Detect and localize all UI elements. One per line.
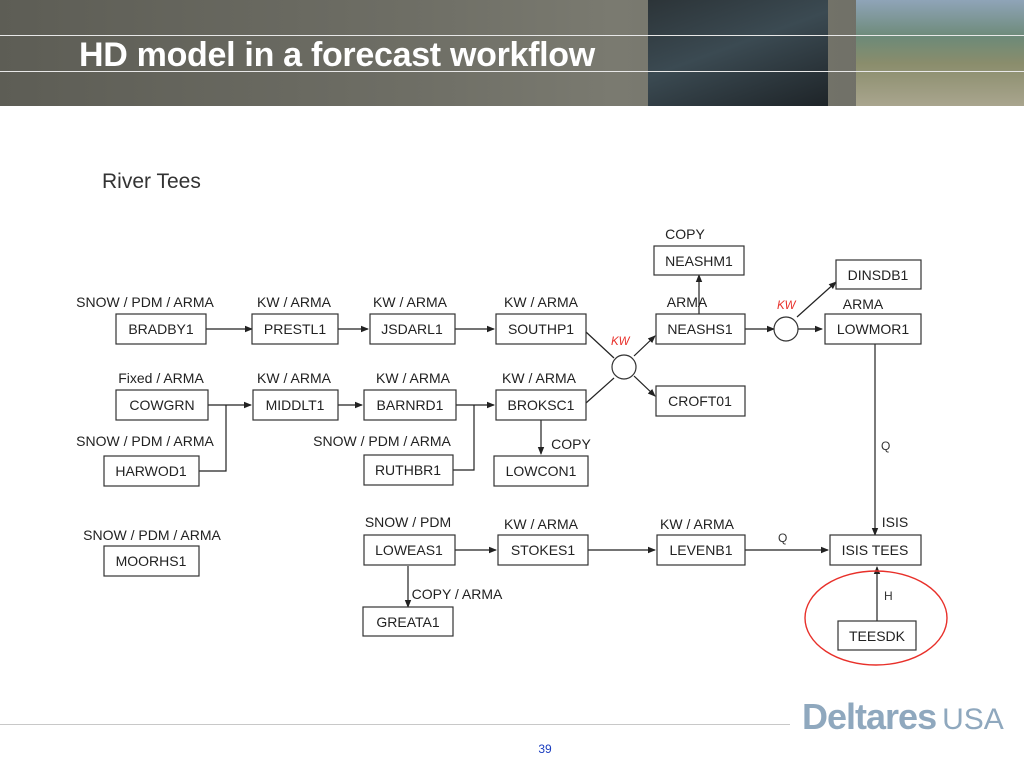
edge-harwod1-middlt1 <box>199 405 227 472</box>
highlight-ellipse <box>804 570 948 666</box>
svg-text:LOWEAS1: LOWEAS1 <box>375 542 443 558</box>
edge-junction2-dinsdb1 <box>796 281 837 318</box>
edge-broksc1-junction <box>585 377 615 404</box>
node-neashm1: NEASHM1 COPY <box>653 226 745 276</box>
svg-text:MOORHS1: MOORHS1 <box>116 553 187 569</box>
footer-rule <box>0 724 790 725</box>
node-method-label: KW / ARMA <box>504 294 579 310</box>
svg-text:CROFT01: CROFT01 <box>668 393 732 409</box>
node-method-label: COPY / ARMA <box>412 586 503 602</box>
node-middlt1: MIDDLT1 KW / ARMA <box>252 370 339 421</box>
node-jsdarl1: JSDARL1 KW / ARMA <box>369 294 456 345</box>
diagram-title: River Tees <box>102 170 201 193</box>
page-number: 39 <box>538 742 552 756</box>
edge-label-q-lowmor: Q <box>881 439 890 453</box>
node-teesdk: TEESDK <box>837 620 917 651</box>
node-method-label: ARMA <box>667 294 708 310</box>
svg-text:COWGRN: COWGRN <box>129 397 194 413</box>
svg-text:LEVENB1: LEVENB1 <box>669 542 732 558</box>
svg-text:LOWMOR1: LOWMOR1 <box>837 321 910 337</box>
svg-text:PRESTL1: PRESTL1 <box>264 321 326 337</box>
svg-text:GREATA1: GREATA1 <box>376 614 439 630</box>
svg-text:JSDARL1: JSDARL1 <box>381 321 443 337</box>
node-stokes1: STOKES1 KW / ARMA <box>497 516 589 566</box>
node-method-label: KW / ARMA <box>504 516 579 532</box>
svg-text:BRADBY1: BRADBY1 <box>128 321 194 337</box>
node-method-label: KW / ARMA <box>660 516 735 532</box>
node-loweas1: LOWEAS1 SNOW / PDM <box>363 514 456 566</box>
node-method-label: Fixed / ARMA <box>118 370 204 386</box>
svg-text:SOUTHP1: SOUTHP1 <box>508 321 574 337</box>
node-method-label: SNOW / PDM / ARMA <box>76 294 214 310</box>
node-harwod1: HARWOD1 SNOW / PDM / ARMA <box>76 433 214 487</box>
node-prestl1: PRESTL1 KW / ARMA <box>251 294 339 345</box>
header-photo-aerial <box>856 0 1024 106</box>
header-rule-bottom <box>0 71 1024 72</box>
svg-text:NEASHS1: NEASHS1 <box>667 321 733 337</box>
svg-text:ISIS TEES: ISIS TEES <box>842 542 909 558</box>
svg-text:NEASHM1: NEASHM1 <box>665 253 733 269</box>
svg-text:MIDDLT1: MIDDLT1 <box>266 397 325 413</box>
node-croft01: CROFT01 <box>655 385 746 417</box>
node-method-label: KW / ARMA <box>257 370 332 386</box>
logo-name: Deltares <box>802 696 937 737</box>
edge-ruthbr1-barnrd1 <box>453 405 475 471</box>
svg-text:BARNRD1: BARNRD1 <box>377 397 444 413</box>
node-levenb1: LEVENB1 KW / ARMA <box>656 516 746 566</box>
slide-title: HD model in a forecast workflow <box>79 36 595 74</box>
header-photo-bridge <box>648 0 828 106</box>
edge-label-q-levenb: Q <box>778 531 787 545</box>
svg-text:RUTHBR1: RUTHBR1 <box>375 462 441 478</box>
svg-text:HARWOD1: HARWOD1 <box>115 463 187 479</box>
junction-circle-lower <box>611 354 637 380</box>
node-method-label: COPY <box>665 226 705 242</box>
node-cowgrn: COWGRN Fixed / ARMA <box>115 370 209 421</box>
node-method-label: KW / ARMA <box>373 294 448 310</box>
node-lowmor1: LOWMOR1 ARMA <box>824 296 922 345</box>
node-ruthbr1: RUTHBR1 SNOW / PDM / ARMA <box>313 433 454 486</box>
node-southp1: SOUTHP1 KW / ARMA <box>495 294 587 345</box>
edge-label-h-teesdk: H <box>884 589 893 603</box>
node-moorhs1: MOORHS1 SNOW / PDM / ARMA <box>83 527 221 577</box>
node-neashs1: NEASHS1 ARMA <box>655 294 746 345</box>
edge-southp1-junction <box>585 331 615 359</box>
node-method-label: SNOW / PDM / ARMA <box>313 433 451 449</box>
node-bradby1: BRADBY1 SNOW / PDM / ARMA <box>76 294 214 345</box>
node-method-label: KW / ARMA <box>502 370 577 386</box>
node-dinsdb1: DINSDB1 <box>835 259 922 290</box>
svg-text:TEESDK: TEESDK <box>849 628 906 644</box>
diagram-edges <box>199 274 881 621</box>
svg-text:DINSDB1: DINSDB1 <box>848 267 909 283</box>
node-isistees: ISIS TEES ISIS <box>829 514 922 566</box>
edge-junction-neashs1 <box>633 335 656 357</box>
node-method-label: SNOW / PDM <box>365 514 451 530</box>
node-method-label: ARMA <box>843 296 884 312</box>
svg-text:STOKES1: STOKES1 <box>511 542 576 558</box>
svg-text:LOWCON1: LOWCON1 <box>506 463 577 479</box>
node-method-label: COPY <box>551 436 591 452</box>
junction-circle-upper <box>773 316 799 342</box>
svg-text:BROKSC1: BROKSC1 <box>508 397 575 413</box>
junction-label-lower: KW <box>611 336 631 348</box>
slide-header: HD model in a forecast workflow <box>0 0 1024 106</box>
junction-label-upper: KW <box>777 300 797 312</box>
logo-suffix: USA <box>942 703 1004 736</box>
edge-junction-croft01 <box>633 375 656 397</box>
node-method-label: SNOW / PDM / ARMA <box>83 527 221 543</box>
node-method-label: KW / ARMA <box>376 370 451 386</box>
node-barnrd1: BARNRD1 KW / ARMA <box>363 370 457 421</box>
node-method-label: ISIS <box>882 514 908 530</box>
node-lowcon1: LOWCON1 COPY <box>493 436 591 487</box>
header-rule-top <box>0 35 1024 36</box>
node-method-label: SNOW / PDM / ARMA <box>76 433 214 449</box>
node-method-label: KW / ARMA <box>257 294 332 310</box>
node-greata1: GREATA1 COPY / ARMA <box>362 586 503 637</box>
node-broksc1: BROKSC1 KW / ARMA <box>495 370 587 421</box>
